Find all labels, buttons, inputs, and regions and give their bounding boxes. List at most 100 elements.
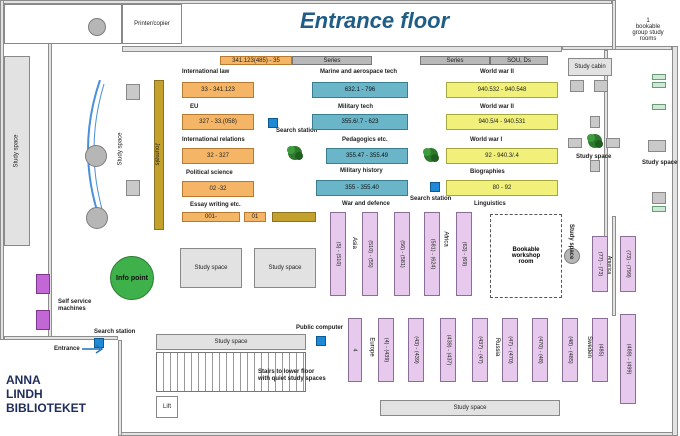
header-sou: SOU, Ds: [490, 56, 548, 65]
search-station-entrance-label: Search station: [94, 329, 136, 335]
study-table-b[interactable]: [126, 180, 140, 196]
right-table-2[interactable]: [652, 192, 666, 204]
wall-bottom: [118, 432, 678, 436]
pink-right-1[interactable]: (77) - (73): [592, 236, 608, 292]
shelf-y3[interactable]: 92 - 940.3/.4: [446, 148, 558, 164]
stairs[interactable]: [156, 352, 306, 392]
europe-label: Europe: [368, 337, 375, 357]
search-station-center[interactable]: [268, 118, 278, 128]
cross-seat-left[interactable]: [568, 138, 582, 148]
shelf-y4[interactable]: 80 - 92: [446, 180, 558, 196]
pink-lower-2[interactable]: (4) - (439): [378, 318, 394, 382]
shelf-o4[interactable]: 02 -32: [182, 181, 254, 197]
pink-lower-3[interactable]: (43) - (439): [408, 318, 424, 382]
wall-right: [672, 46, 678, 436]
right-table-1[interactable]: [648, 140, 666, 152]
wall-logo-area: [118, 340, 122, 436]
shelf-o5[interactable]: 001-: [182, 212, 240, 222]
printer-room: Printer/copier: [122, 4, 182, 44]
green-seat-2[interactable]: [652, 82, 666, 88]
public-computer-label: Public computer: [296, 325, 344, 331]
russia-label: Russia: [494, 337, 501, 357]
pink-upper-2[interactable]: (510) - (55): [362, 212, 378, 296]
search-station-linguistics[interactable]: [430, 182, 440, 192]
pink-upper-1[interactable]: (5) - (510): [330, 212, 346, 296]
journals-label: Journals: [153, 142, 160, 166]
round-table-1[interactable]: [88, 18, 106, 36]
study-space-middle-1[interactable]: Study space: [180, 248, 242, 288]
sec-pedagogics: Pedagogics etc.: [342, 137, 388, 143]
linguistics-label: Linguistics: [474, 201, 506, 207]
green-seat-3[interactable]: [652, 104, 666, 110]
wall-left: [0, 0, 4, 340]
info-point[interactable]: Info point: [110, 256, 154, 300]
pink-lower-1[interactable]: 4: [348, 318, 362, 382]
cross-seat-right[interactable]: [606, 138, 620, 148]
pink-upper-3[interactable]: (56) - (581): [394, 212, 410, 296]
pink-right-2[interactable]: (73) - (799): [620, 236, 636, 292]
asia-label: Asia: [350, 237, 357, 249]
study-space-left-strip[interactable]: Study space: [4, 56, 30, 246]
pink-lower-5[interactable]: (437) - (47): [472, 318, 488, 382]
sec-ww2-b: World war II: [480, 104, 514, 110]
cabin-seat-1[interactable]: [570, 80, 584, 92]
pink-upper-5[interactable]: (63) - (69): [456, 212, 472, 296]
map-title: Entrance floor: [300, 8, 450, 33]
pink-lower-9[interactable]: (485): [592, 318, 608, 382]
shelf-b3[interactable]: 355.47 - 355.49: [326, 148, 408, 164]
header-range: 341.123(485) - 35: [220, 56, 292, 65]
pink-right-3[interactable]: (489) - (499): [620, 314, 636, 404]
right-room-divider: [612, 216, 616, 316]
pink-lower-4[interactable]: (439) - (437): [440, 318, 456, 382]
entrance-label: Entrance: [54, 346, 80, 352]
round-table-4[interactable]: [564, 248, 580, 264]
study-space-stairs[interactable]: Study space: [156, 334, 306, 350]
study-space-right-label: Study space: [642, 160, 678, 166]
self-service-machine-1[interactable]: [36, 274, 50, 294]
study-space-bottom[interactable]: Study space: [380, 400, 560, 416]
shelf-y2[interactable]: 940.5/4 - 940.531: [446, 114, 558, 130]
shelf-o6[interactable]: 01: [244, 212, 266, 222]
shelf-y1[interactable]: 940.532 - 940.548: [446, 82, 558, 98]
sec-intl-rel: International relations: [182, 137, 245, 143]
round-table-2[interactable]: [85, 145, 107, 167]
cabin-seat-2[interactable]: [594, 80, 608, 92]
sec-pol-sci: Political science: [186, 170, 233, 176]
study-table-a[interactable]: [126, 84, 140, 100]
library-logo: ANNA LINDH BIBLIOTEKET: [6, 373, 86, 415]
pink-lower-6[interactable]: (47) - (470): [502, 318, 518, 382]
shelf-o3[interactable]: 32 - 327: [182, 148, 254, 164]
cross-seat-top[interactable]: [590, 116, 600, 128]
round-table-3[interactable]: [86, 207, 108, 229]
wall-left-inner: [48, 40, 52, 340]
shelf-o7[interactable]: [272, 212, 316, 222]
shelf-o1[interactable]: 33 - 341.123: [182, 82, 254, 98]
shelf-b1[interactable]: 632.1 - 796: [312, 82, 408, 98]
green-seat-4[interactable]: [652, 206, 666, 212]
study-cabin[interactable]: Study cabin: [568, 58, 612, 76]
group-study-label: 1 bookable group study rooms: [632, 18, 664, 42]
pink-upper-4[interactable]: (581) - (624): [424, 212, 440, 296]
shelf-b4[interactable]: 355 - 355.40: [316, 180, 408, 196]
shelf-o2[interactable]: 327 - 33.(058): [182, 114, 254, 130]
green-seat-1[interactable]: [652, 74, 666, 80]
self-service-label: Self service machines: [58, 299, 92, 313]
shelf-b2[interactable]: 355.6/.7 - 623: [312, 114, 408, 130]
sec-intl-law: International law: [182, 69, 230, 75]
self-service-machine-2[interactable]: [36, 310, 50, 330]
pink-lower-8[interactable]: (48) - (485): [562, 318, 578, 382]
journals-shelf[interactable]: Journals: [153, 80, 164, 230]
wall-entrance-top: [4, 336, 118, 340]
sec-mil-history: Military history: [340, 168, 383, 174]
pink-lower-7[interactable]: (470) - (48): [532, 318, 548, 382]
study-space-middle-2[interactable]: Study space: [254, 248, 316, 288]
cross-seat-bottom[interactable]: [590, 160, 600, 172]
workshop-room[interactable]: Bookable workshop room: [490, 214, 562, 298]
lift[interactable]: Lift: [156, 396, 178, 418]
study-space-cross-label: Study space: [576, 154, 612, 160]
public-computer[interactable]: [316, 336, 326, 346]
sec-ww2-a: World war II: [480, 69, 514, 75]
stairs-label: Stairs to lower floor with quiet study s…: [258, 369, 326, 383]
sec-marine: Marine and aerospace tech: [320, 69, 398, 75]
